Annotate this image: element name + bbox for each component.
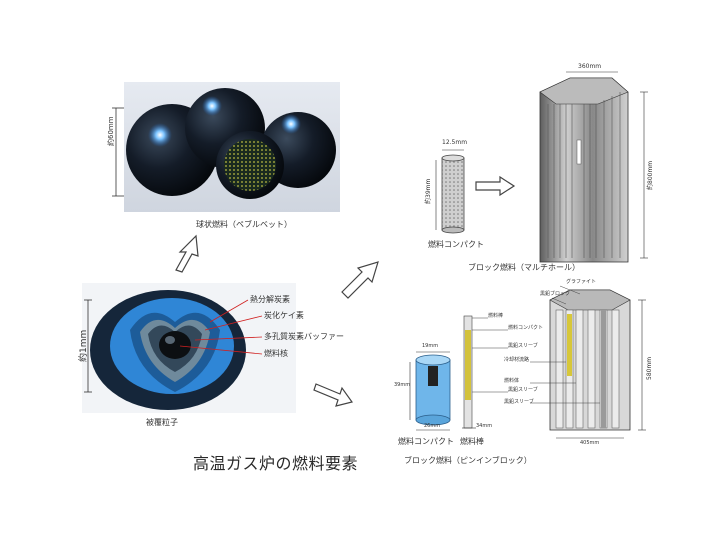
fuel-compact bbox=[442, 155, 464, 233]
pinin-compact-caption: 燃料コンパクト bbox=[398, 436, 454, 447]
pinin-caption: ブロック燃料（ピンインブロック） bbox=[404, 455, 532, 466]
arrow-down-right bbox=[314, 384, 352, 406]
arrow-up bbox=[176, 236, 198, 272]
figure-title: 高温ガス炉の燃料要素 bbox=[193, 450, 358, 474]
pinin-block-height-label: 580mm bbox=[647, 357, 653, 380]
multihole-block bbox=[540, 78, 628, 262]
particle-layer-label: 燃料核 bbox=[264, 350, 288, 358]
pinin-rod-caption: 燃料棒 bbox=[460, 436, 484, 447]
pinin-block-label: 黒鉛スリーブ bbox=[504, 400, 534, 405]
arrow-diag bbox=[342, 262, 378, 298]
compact-height-label: 約39mm bbox=[426, 179, 432, 204]
multihole-height-label: 約800mm bbox=[648, 161, 654, 190]
pinin-block-label: 冷却材流路 bbox=[504, 358, 529, 363]
pinin-compact-dim: 26mm bbox=[424, 424, 440, 429]
pinin-rod-part-label: 燃料棒 bbox=[488, 314, 503, 319]
pinin-compact bbox=[416, 355, 450, 425]
pinin-rod-part-label: 黒鉛スリーブ bbox=[508, 344, 538, 349]
pebble-photo bbox=[124, 82, 340, 212]
particle-layer-label: 熱分解炭素 bbox=[250, 296, 290, 304]
compact-width-label: 12.5mm bbox=[442, 140, 467, 146]
glow-highlight bbox=[281, 114, 301, 134]
glow-highlight bbox=[148, 123, 172, 147]
pinin-compact-dim: 19mm bbox=[422, 344, 438, 349]
particle-layer-label: 炭化ケイ素 bbox=[264, 312, 304, 320]
pebble-dimension-label: 約60mm bbox=[108, 116, 115, 146]
pinin-rod-part-label: 燃料コンパクト bbox=[508, 326, 543, 331]
pinin-rod-part-label: 黒鉛スリーブ bbox=[508, 388, 538, 393]
multihole-caption: ブロック燃料（マルチホール） bbox=[468, 262, 580, 273]
compact-caption: 燃料コンパクト bbox=[428, 239, 484, 250]
pinin-block bbox=[550, 290, 630, 430]
pinin-block-label: 黒鉛ブロック bbox=[540, 292, 570, 297]
pinin-rod bbox=[464, 316, 472, 428]
pinin-compact-dim: 39mm bbox=[394, 383, 410, 388]
multihole-width-label: 360mm bbox=[578, 64, 601, 70]
particle-caption: 被覆粒子 bbox=[146, 417, 178, 428]
pebble-caption: 球状燃料（ペブルベット） bbox=[196, 219, 292, 230]
particle-dimension-label: 約1mm bbox=[80, 330, 89, 362]
pinin-leader-lines bbox=[472, 318, 508, 392]
particle-layer-label: 多孔質炭素バッファー bbox=[264, 333, 344, 341]
glow-highlight bbox=[202, 96, 222, 116]
pinin-block-width-label: 405mm bbox=[580, 441, 599, 446]
pinin-block-label: 燃料体 bbox=[504, 379, 519, 384]
pinin-block-label: グラファイト bbox=[566, 280, 596, 285]
pinin-rod-dim: 34mm bbox=[476, 424, 492, 429]
arrow-right bbox=[476, 177, 514, 195]
